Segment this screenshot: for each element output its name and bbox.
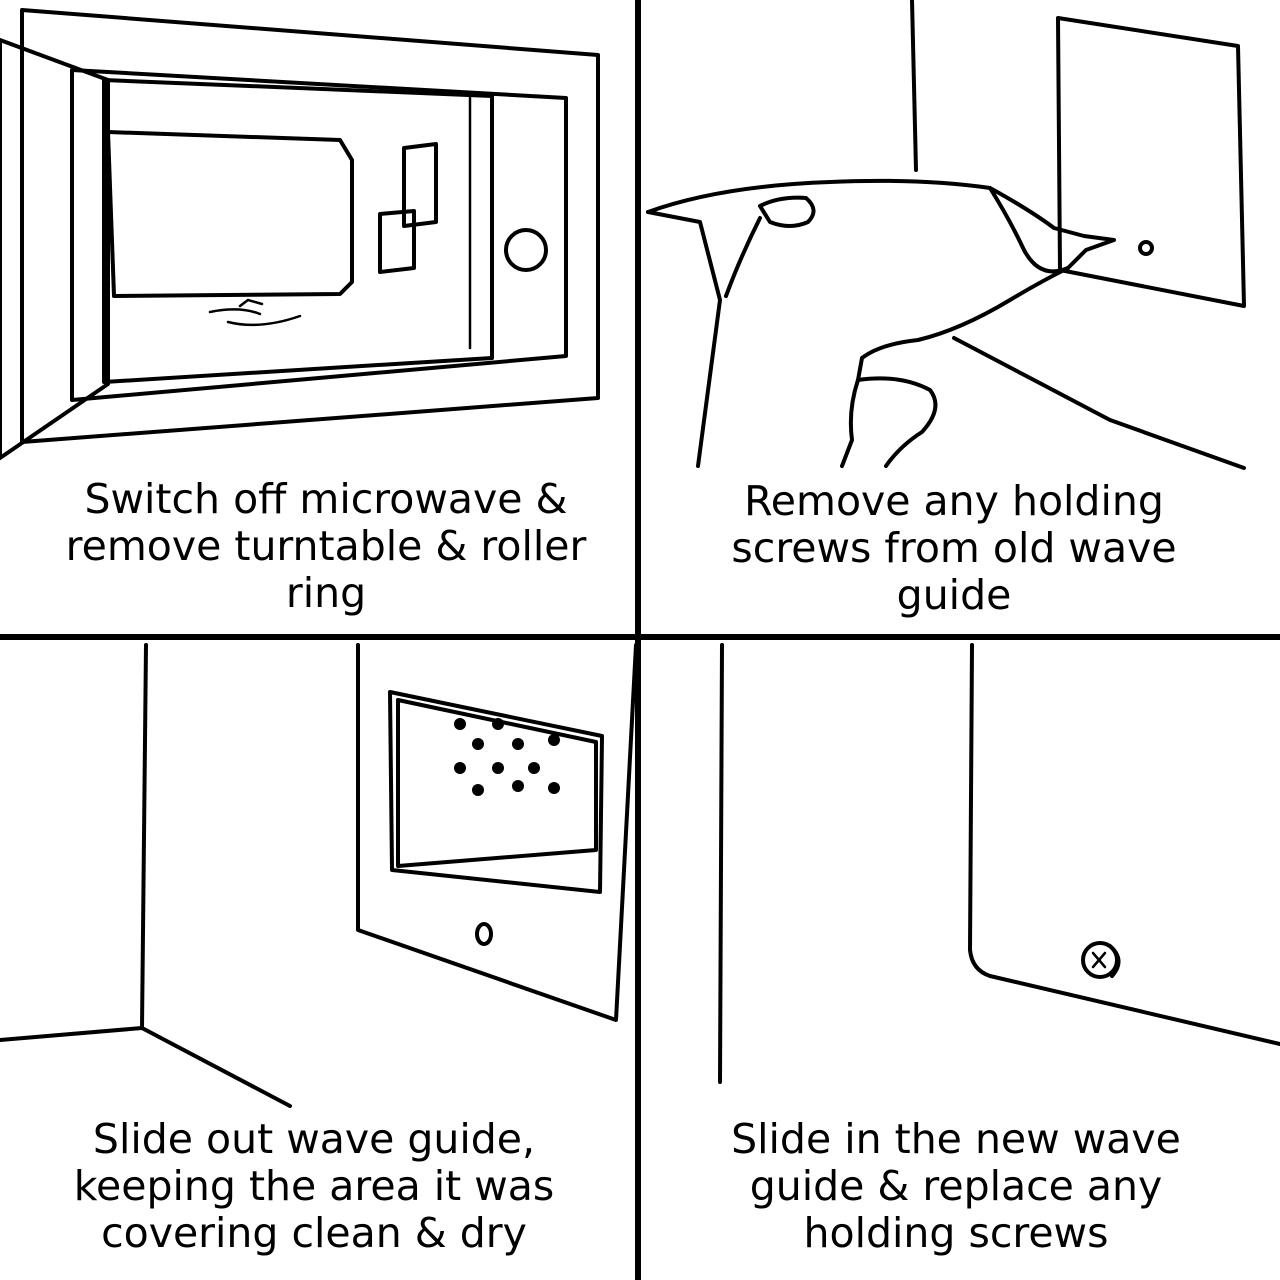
- new-waveguide-screw-icon: [718, 643, 1280, 1084]
- waveguide-opening-icon: [0, 643, 638, 1108]
- waveguide-dot: [472, 738, 484, 750]
- caption-line: Slide out wave guide,: [92, 1115, 536, 1163]
- waveguide-dot: [548, 782, 560, 794]
- caption-line: guide: [896, 571, 1012, 619]
- screwdriver-removing-screw-icon: [646, 0, 1246, 470]
- waveguide-dot: [528, 762, 540, 774]
- step-1-caption: Switch off microwave & remove turntable …: [16, 476, 636, 617]
- open-microwave-icon: [0, 8, 600, 460]
- waveguide-dot: [472, 784, 484, 796]
- step-2-caption: Remove any holding screws from old wave …: [644, 478, 1264, 619]
- caption-line: remove turntable & roller: [65, 522, 587, 570]
- caption-line: covering clean & dry: [101, 1209, 527, 1257]
- waveguide-dot: [512, 780, 524, 792]
- step-3-caption: Slide out wave guide, keeping the area i…: [4, 1116, 624, 1257]
- step-4-caption: Slide in the new wave guide & replace an…: [646, 1116, 1266, 1257]
- waveguide-dot: [548, 734, 560, 746]
- waveguide-dot-grid: [454, 718, 560, 796]
- caption-line: Slide in the new wave: [731, 1115, 1181, 1163]
- caption-line: Switch off microwave &: [84, 475, 568, 523]
- caption-line: ring: [285, 569, 367, 617]
- waveguide-dot: [492, 762, 504, 774]
- caption-line: guide & replace any: [749, 1162, 1163, 1210]
- waveguide-dot: [512, 738, 524, 750]
- caption-line: Remove any holding: [744, 477, 1164, 525]
- waveguide-dot: [454, 762, 466, 774]
- caption-line: holding screws: [803, 1209, 1109, 1257]
- caption-line: keeping the area it was: [73, 1162, 555, 1210]
- waveguide-dot: [454, 718, 466, 730]
- waveguide-dot: [492, 718, 504, 730]
- caption-line: screws from old wave: [731, 524, 1177, 572]
